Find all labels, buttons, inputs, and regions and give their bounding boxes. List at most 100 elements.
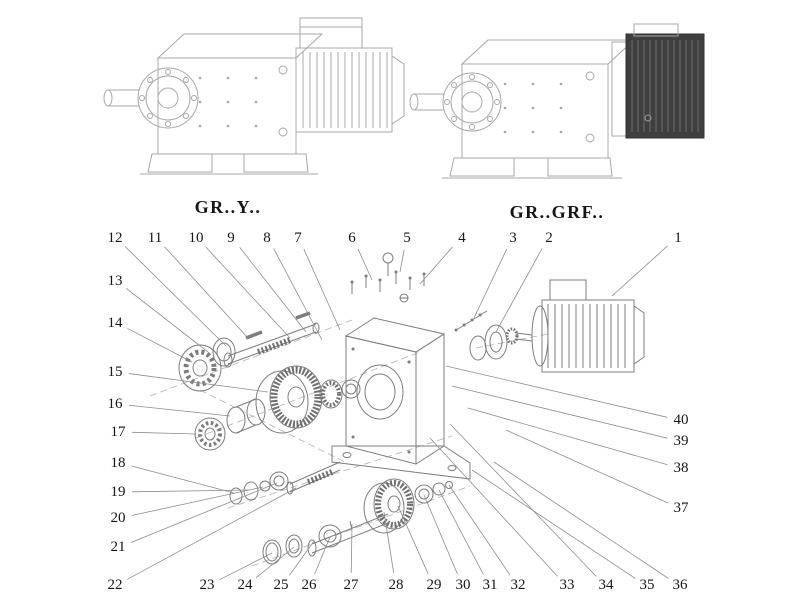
leader-line-21 [130, 482, 278, 543]
callout-13: 13 [108, 273, 123, 289]
callout-32: 32 [511, 577, 526, 593]
input-shaft-assembly [223, 311, 320, 368]
callout-16: 16 [108, 396, 124, 412]
left-motor [295, 17, 405, 133]
model-label-gr-grf: GR..GRF.. [509, 202, 605, 222]
callout-39: 39 [674, 433, 689, 449]
callout-11: 11 [148, 230, 162, 246]
callout-8: 8 [263, 230, 271, 246]
callout-24: 24 [238, 577, 254, 593]
leader-line-11 [164, 246, 249, 339]
callout-4: 4 [458, 230, 466, 246]
callout-26: 26 [302, 577, 318, 593]
cover-and-bearing [194, 398, 266, 451]
leader-line-33 [429, 437, 558, 577]
leader-line-17 [131, 431, 197, 435]
callout-19: 19 [111, 484, 126, 500]
callout-15: 15 [108, 364, 123, 380]
left-gearbox [140, 33, 324, 175]
leader-line-32 [448, 484, 511, 576]
callout-18: 18 [111, 455, 126, 471]
callout-28: 28 [389, 577, 404, 593]
left-machine-drawing [103, 17, 405, 175]
callout-17: 17 [111, 424, 127, 440]
input-bearing-seal [178, 337, 236, 392]
leader-line-24 [255, 546, 295, 578]
leader-line-12 [124, 246, 227, 347]
callout-20: 20 [111, 510, 126, 526]
leader-lines [124, 245, 669, 581]
callout-38: 38 [674, 460, 689, 476]
leader-line-26 [314, 536, 331, 575]
leader-line-27 [350, 523, 353, 574]
leader-line-35 [471, 469, 636, 579]
first-stage-gears [255, 365, 361, 434]
housing-bolts [350, 252, 426, 303]
leader-line-3 [473, 248, 508, 319]
callout-29: 29 [427, 577, 442, 593]
exploded-view-drawing [149, 252, 645, 567]
leader-line-28 [383, 511, 395, 574]
leader-line-37 [505, 429, 669, 504]
right-dark-motor-block [611, 23, 705, 139]
left-output-shaft [103, 67, 199, 129]
leader-line-16 [128, 404, 231, 417]
leader-line-18 [131, 465, 235, 494]
callout-9: 9 [227, 230, 235, 246]
callout-40: 40 [674, 412, 689, 428]
leader-line-14 [127, 328, 193, 363]
callout-33: 33 [560, 577, 575, 593]
assembly-axis-guides [149, 319, 549, 567]
leader-line-31 [438, 489, 484, 575]
leader-line-38 [467, 407, 668, 466]
leader-line-15 [128, 373, 269, 393]
callout-27: 27 [344, 577, 360, 593]
right-output-shaft [409, 72, 502, 132]
model-label-gr-y: GR..Y.. [194, 197, 262, 217]
leader-line-22 [127, 487, 297, 580]
callout-1: 1 [674, 230, 682, 246]
leader-line-1 [611, 245, 668, 297]
leader-line-9 [239, 247, 307, 333]
leader-line-8 [273, 248, 323, 341]
leader-line-7 [303, 248, 341, 331]
gear-housing [331, 317, 471, 480]
leader-line-34 [449, 423, 597, 577]
callout-10: 10 [189, 230, 204, 246]
leader-line-20 [131, 486, 264, 516]
callout-30: 30 [456, 577, 471, 593]
callout-3: 3 [509, 230, 517, 246]
motor-coupling-parts [454, 310, 508, 361]
callout-34: 34 [599, 577, 615, 593]
leader-line-5 [399, 249, 405, 273]
leader-line-2 [495, 248, 543, 333]
callout-2: 2 [545, 230, 553, 246]
leader-line-23 [219, 552, 273, 581]
leader-line-36 [493, 461, 669, 579]
callout-5: 5 [403, 230, 411, 246]
leader-line-19 [131, 489, 250, 493]
right-gearbox [442, 39, 636, 179]
callout-35: 35 [640, 577, 655, 593]
leader-line-39 [451, 385, 668, 439]
exploded-motor [505, 279, 645, 373]
callout-36: 36 [673, 577, 689, 593]
callout-12: 12 [108, 230, 123, 246]
leader-line-30 [423, 494, 458, 575]
intermediate-pinion-shaft [229, 461, 341, 505]
output-shaft-assembly [262, 513, 389, 565]
callout-37: 37 [674, 500, 690, 516]
callout-6: 6 [348, 230, 356, 246]
callout-14: 14 [108, 315, 124, 331]
callout-25: 25 [274, 577, 289, 593]
output-gear-set [363, 478, 453, 534]
leader-line-10 [205, 246, 291, 339]
callout-23: 23 [200, 577, 215, 593]
leader-line-25 [289, 540, 315, 576]
callout-7: 7 [294, 230, 302, 246]
leader-line-29 [397, 505, 429, 575]
right-machine-drawing [409, 23, 705, 179]
